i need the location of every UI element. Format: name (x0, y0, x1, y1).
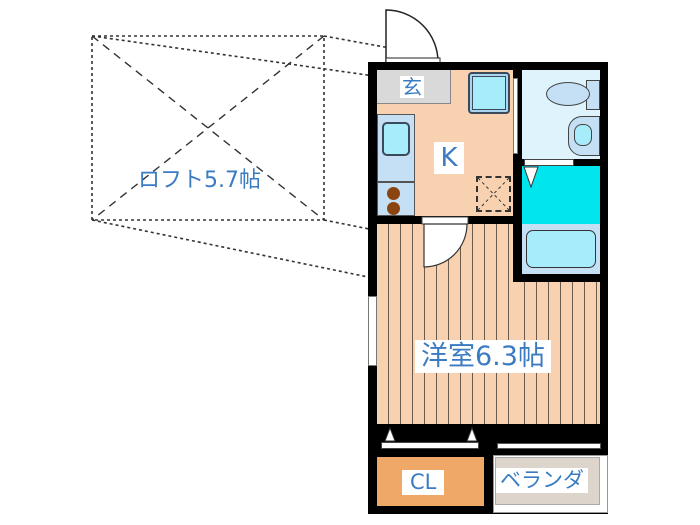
sliding-door (513, 78, 518, 154)
bathtub-icon (526, 230, 596, 268)
kitchen-label: K (434, 142, 464, 174)
western-room-label: 洋室6.3帖 (415, 340, 551, 373)
stove-burner-icon (387, 187, 400, 200)
window-left (368, 296, 377, 366)
washing-machine-spot (476, 176, 511, 212)
sink-icon (382, 122, 410, 156)
washroom-door (524, 159, 574, 166)
toilet-bowl-icon (546, 82, 590, 106)
entrance-label: 玄 (400, 75, 424, 99)
refrigerator-inner (472, 76, 506, 110)
closet-label: CL (402, 470, 445, 495)
closet-door (381, 442, 479, 449)
stove-burner-icon (387, 202, 400, 215)
loft-label: ロフト5.7帖 (138, 168, 261, 193)
washbasin-bowl (574, 124, 592, 146)
balcony-window (497, 443, 601, 449)
balcony-label: ベランダ (496, 468, 588, 493)
